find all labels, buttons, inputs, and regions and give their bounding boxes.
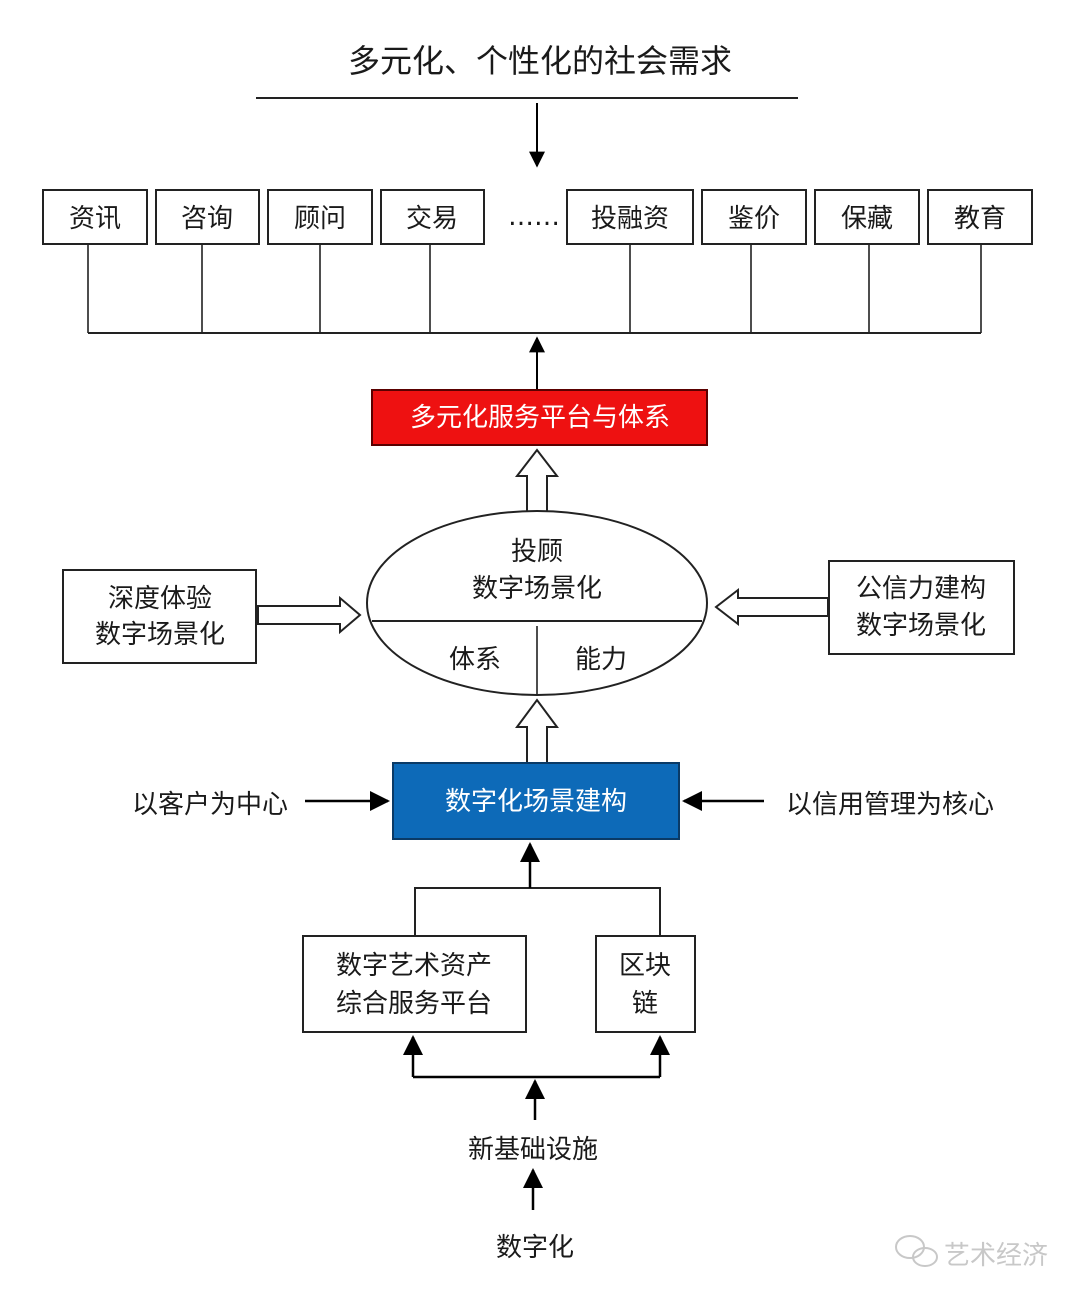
service-box[interactable]: 咨询 xyxy=(155,189,260,245)
service-label: 交易 xyxy=(406,204,458,234)
blockchain-line2: 链 xyxy=(632,989,658,1019)
watermark-text: 艺术经济 xyxy=(944,1241,1048,1271)
asset-platform-box[interactable]: 数字艺术资产 综合服务平台 xyxy=(302,935,527,1033)
service-label: 咨询 xyxy=(181,204,233,234)
credibility-line1: 公信力建构 xyxy=(856,574,986,604)
hollow-arrow-up xyxy=(515,698,559,764)
hollow-arrow-left xyxy=(714,587,829,627)
blockchain-line1: 区块 xyxy=(619,951,671,981)
service-box[interactable]: 顾问 xyxy=(267,189,373,245)
scene-box[interactable]: 数字化场景建构 xyxy=(392,762,680,840)
experience-line1: 深度体验 xyxy=(108,584,212,614)
service-label: 资讯 xyxy=(69,204,121,234)
service-boxes: 资讯 咨询 顾问 交易 …… 投融资 鉴价 保藏 教育 xyxy=(42,189,1033,245)
asset-line2: 综合服务平台 xyxy=(336,989,492,1019)
oval-bottom-right: 能力 xyxy=(575,645,627,675)
infrastructure-label: 新基础设施 xyxy=(468,1135,598,1165)
digitalization-label: 数字化 xyxy=(496,1233,574,1263)
service-box[interactable]: 投融资 xyxy=(566,189,694,245)
service-label: 教育 xyxy=(954,204,1006,234)
platform-box[interactable]: 多元化服务平台与体系 xyxy=(371,389,708,446)
service-label: 顾问 xyxy=(294,204,346,234)
service-box[interactable]: 交易 xyxy=(380,189,485,245)
service-connectors xyxy=(87,244,982,334)
service-box[interactable]: 鉴价 xyxy=(701,189,807,245)
oval-top-line2: 数字场景化 xyxy=(472,574,602,604)
experience-line2: 数字场景化 xyxy=(95,620,225,650)
credibility-box[interactable]: 公信力建构 数字场景化 xyxy=(828,560,1015,655)
scene-label: 数字化场景建构 xyxy=(445,787,627,817)
wechat-icon xyxy=(895,1235,938,1267)
hollow-arrow-up xyxy=(514,448,560,513)
service-box[interactable]: 教育 xyxy=(927,189,1033,245)
lower-bracket xyxy=(414,887,661,936)
blockchain-box[interactable]: 区块 链 xyxy=(595,935,696,1033)
service-label: 投融资 xyxy=(591,204,669,234)
service-box[interactable]: 资讯 xyxy=(42,189,148,245)
watermark: 艺术经济 xyxy=(895,1235,1048,1271)
credit-core-label: 以信用管理为核心 xyxy=(786,790,994,820)
oval-top-line1: 投顾 xyxy=(511,537,563,567)
customer-center-label: 以客户为中心 xyxy=(132,790,288,820)
core-oval[interactable]: 投顾 数字场景化 体系 能力 xyxy=(366,510,708,696)
asset-line1: 数字艺术资产 xyxy=(336,951,492,981)
hollow-arrow-right xyxy=(257,595,362,635)
credibility-line2: 数字场景化 xyxy=(856,611,986,641)
experience-box[interactable]: 深度体验 数字场景化 xyxy=(62,569,257,664)
diagram-title: 多元化、个性化的社会需求 xyxy=(348,42,732,80)
ellipsis: …… xyxy=(508,202,560,232)
service-label: 鉴价 xyxy=(728,204,780,234)
service-box[interactable]: 保藏 xyxy=(814,189,920,245)
platform-label: 多元化服务平台与体系 xyxy=(410,403,670,433)
oval-bottom-left: 体系 xyxy=(449,645,501,675)
service-label: 保藏 xyxy=(841,204,893,234)
fork-connector xyxy=(403,1035,670,1120)
